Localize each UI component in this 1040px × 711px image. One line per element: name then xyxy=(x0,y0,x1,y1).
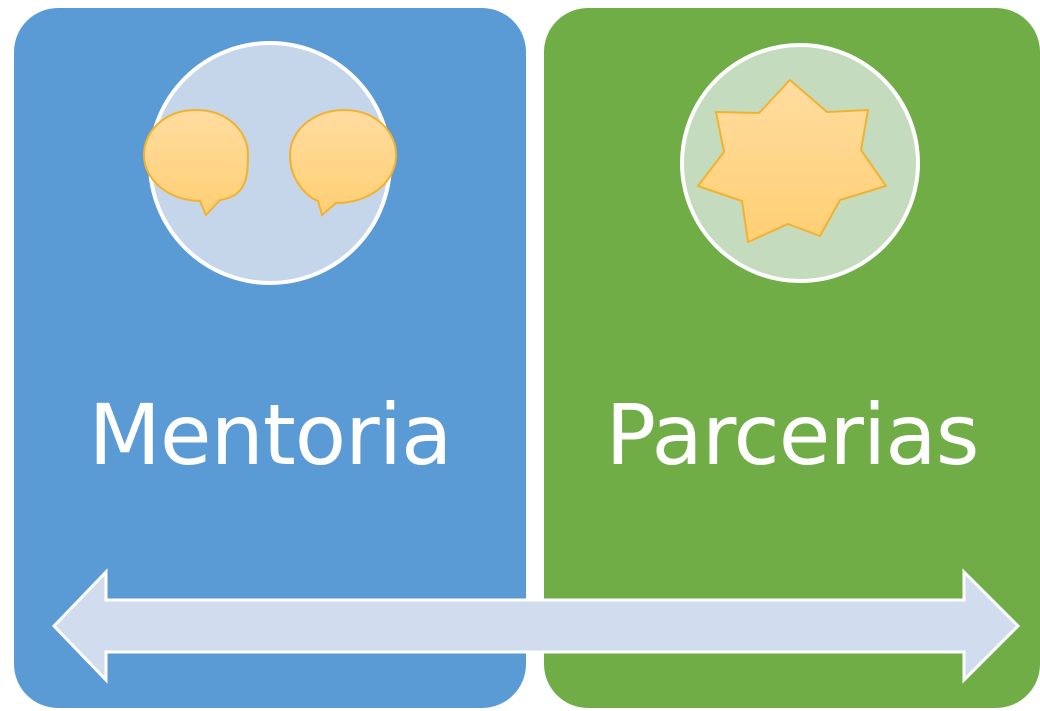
speech-bubble-left-icon xyxy=(142,108,250,217)
speech-bubble-right-icon xyxy=(288,108,398,217)
double-arrow-icon xyxy=(51,568,1021,684)
star-shape xyxy=(696,78,888,244)
speech-bubbles-icon xyxy=(142,41,398,285)
panel-label-parcerias: Parcerias xyxy=(605,386,979,484)
star-icon xyxy=(680,43,920,283)
panel-label-mentoria: Mentoria xyxy=(88,386,452,484)
panel-parcerias: Parcerias xyxy=(544,8,1040,708)
